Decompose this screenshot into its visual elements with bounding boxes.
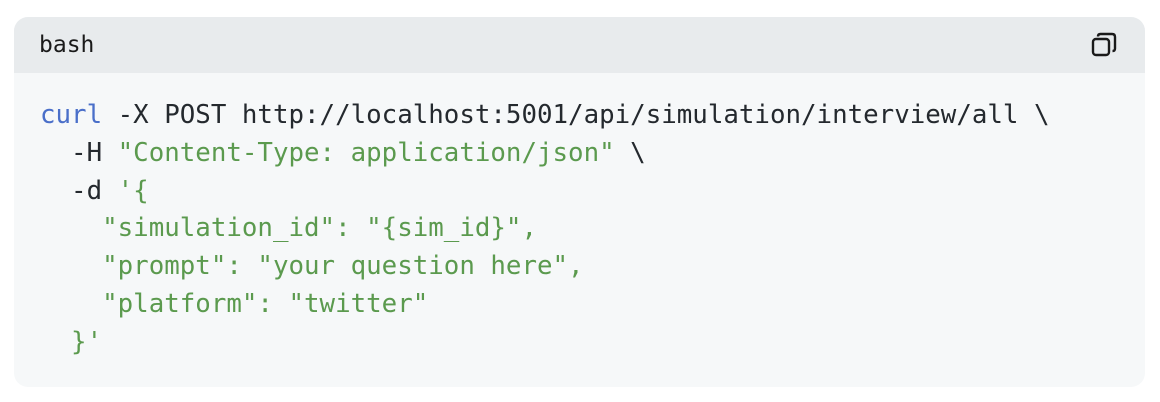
code-text: -d: [40, 175, 118, 206]
code-line: }': [40, 327, 102, 357]
code-content: curl -X POST http://localhost:5001/api/s…: [14, 73, 1145, 386]
code-string: "prompt": "your question here",: [40, 251, 584, 282]
code-string: '{: [117, 175, 149, 206]
code-block-header: bash: [14, 17, 1145, 73]
code-line: "simulation_id": "{sim_id}",: [40, 213, 537, 243]
code-string: "simulation_id": "{sim_id}",: [40, 213, 537, 244]
copy-icon: [1091, 32, 1117, 57]
code-line: -d '{: [40, 176, 149, 206]
code-string: "Content-Type: application/json": [117, 137, 615, 168]
code-string: "platform": "twitter": [40, 288, 429, 319]
code-text: -H: [40, 137, 118, 168]
code-block: bash curl -X POST http://localhost:5001/…: [14, 17, 1145, 387]
code-keyword: curl: [40, 100, 103, 130]
code-string: }': [40, 326, 103, 357]
code-text: \: [614, 137, 646, 168]
code-text: -X POST http://localhost:5001/api/simula…: [102, 100, 1050, 130]
language-label: bash: [39, 32, 95, 58]
code-line: -H "Content-Type: application/json" \: [40, 138, 646, 168]
code-line: curl -X POST http://localhost:5001/api/s…: [40, 100, 1050, 130]
code-line: "prompt": "your question here",: [40, 251, 584, 282]
copy-button[interactable]: [1089, 30, 1119, 60]
code-line: "platform": "twitter": [40, 289, 428, 319]
